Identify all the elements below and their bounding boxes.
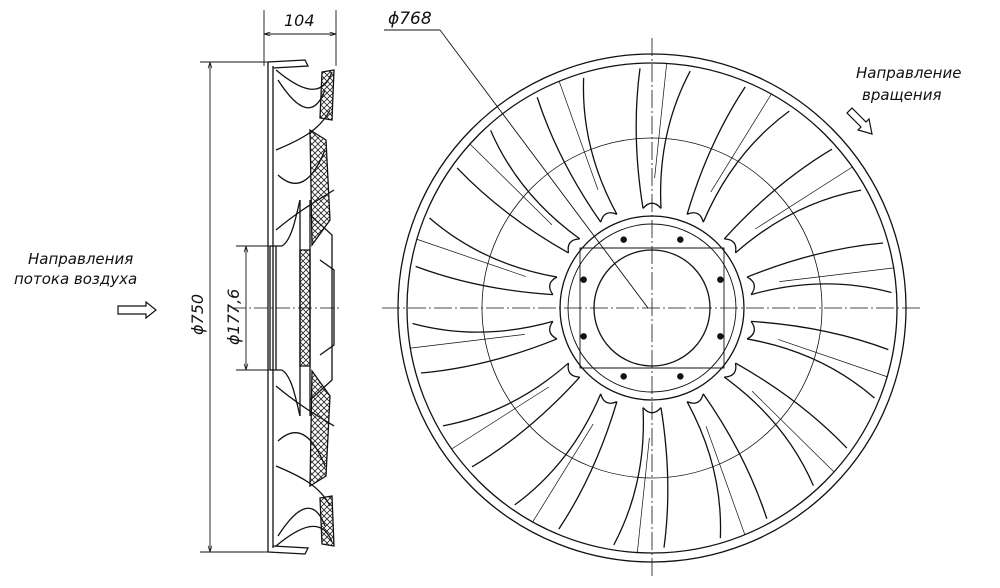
blade-root <box>567 238 580 254</box>
hub-plate <box>579 247 725 369</box>
blade-rib <box>654 63 668 179</box>
dim-width-label: 104 <box>284 11 315 30</box>
section-hatch-blade-top <box>319 69 335 121</box>
front-dimension-leader <box>384 29 649 309</box>
blade-rib <box>705 426 746 535</box>
blade-rib <box>410 334 525 349</box>
blade-rib <box>751 390 835 473</box>
blade-edge <box>746 320 889 399</box>
rotation-label-line1: Направление <box>856 64 961 82</box>
blade-root <box>567 362 580 378</box>
blade-rib <box>778 339 888 378</box>
blade-edge <box>536 77 618 223</box>
air-flow-label-line2: потока воздуха <box>14 270 137 288</box>
blade-rib <box>416 238 526 277</box>
section-hatch-lower <box>309 369 331 488</box>
blade-edge <box>412 320 558 374</box>
dim-outer-diameter-label: ϕ768 <box>388 9 432 29</box>
blade-edge <box>442 362 581 468</box>
hub-bolt-hole <box>580 276 587 283</box>
hub-bolt-hole <box>677 373 684 380</box>
dim-blade-diameter-label: ϕ750 <box>188 294 207 335</box>
blade-edge <box>415 217 558 296</box>
rotation-arrow-icon <box>846 107 873 135</box>
hub-bolt-hole <box>620 236 627 243</box>
blade-rib <box>558 81 599 190</box>
air-flow-arrow-icon <box>117 300 157 320</box>
blade-edge <box>514 393 618 530</box>
blade-edge <box>686 86 790 223</box>
hub-bolt-hole <box>717 333 724 340</box>
hub-flange <box>281 199 301 417</box>
blade-root <box>746 321 756 340</box>
blade-root <box>724 238 737 254</box>
blade-edge <box>686 393 768 539</box>
front-view <box>382 38 922 578</box>
section-hatch-hub <box>299 249 311 367</box>
blade-root <box>548 276 558 295</box>
section-hatch-blade-bottom <box>319 495 335 547</box>
side-view <box>232 59 342 555</box>
blade-rib <box>451 386 549 450</box>
hub-bolt-hole <box>677 236 684 243</box>
blade-rib <box>469 143 553 226</box>
dim-hub-diameter-label: ϕ177,6 <box>224 289 243 345</box>
blade-edge <box>613 407 669 548</box>
blade-edge <box>635 68 691 209</box>
blade-root <box>724 362 737 378</box>
blade-root <box>548 321 558 340</box>
blade-edge <box>456 130 581 254</box>
air-flow-label-line1: Направления <box>28 250 133 268</box>
blade-root <box>746 276 756 295</box>
hub-bolt-hole <box>580 333 587 340</box>
blade-edge <box>723 148 862 254</box>
side-dimensions <box>200 10 337 553</box>
blade-rib <box>636 437 650 553</box>
rim-bottom-flange <box>267 545 310 555</box>
blade-rib <box>532 423 594 523</box>
rim-top-flange <box>267 59 310 69</box>
rotation-label-line2: вращения <box>862 86 942 104</box>
hub-bolt-hole <box>717 276 724 283</box>
blade-rib <box>779 267 894 282</box>
hub-bolt-hole <box>620 373 627 380</box>
hub-outline <box>269 245 282 371</box>
blade-root <box>600 212 618 223</box>
blade-edge <box>723 362 848 486</box>
blade-edge <box>746 242 892 296</box>
blade-rib <box>710 93 772 193</box>
blade-root <box>686 393 704 404</box>
blade-root <box>686 212 704 223</box>
blade-rib <box>755 166 853 230</box>
blade-root <box>600 393 618 404</box>
section-hatch-upper <box>309 128 331 247</box>
